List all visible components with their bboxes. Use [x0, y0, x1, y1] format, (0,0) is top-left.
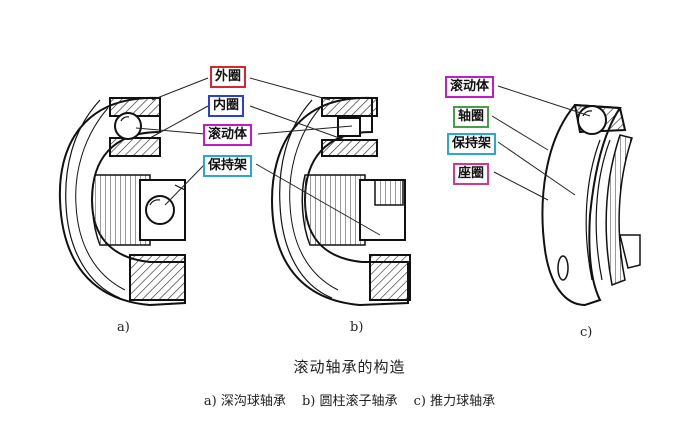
thrust-ball-bearing: [541, 103, 641, 307]
deep-groove-ball-bearing: [58, 96, 186, 307]
figure-caption-items: a) 深沟球轴承 b) 圆柱滚子轴承 c) 推力球轴承: [0, 390, 699, 409]
label-cage-thrust: 保持架: [447, 133, 497, 155]
label-outer-ring: 外圈: [210, 66, 247, 88]
leader-lines-c: [491, 85, 591, 201]
caption-item-c: c) 推力球轴承: [413, 394, 496, 409]
label-cage: 保持架: [203, 155, 253, 177]
caption-item-a: a) 深沟球轴承: [203, 394, 286, 409]
label-rolling-element: 滚动体: [203, 124, 253, 146]
label-housing-washer: 座圈: [453, 163, 490, 185]
subfigure-label-b: b): [350, 320, 364, 335]
leader-lines-b: [249, 77, 381, 236]
label-rolling-element-thrust: 滚动体: [445, 76, 495, 98]
figure-caption-title: 滚动轴承的构造: [293, 358, 406, 376]
label-inner-ring: 内圈: [208, 95, 245, 117]
caption-item-b: b) 圆柱滚子轴承: [301, 394, 398, 409]
subfigure-label-c: c): [580, 325, 593, 340]
subfigure-label-a: a): [117, 320, 130, 335]
label-shaft-washer: 轴圈: [453, 106, 490, 128]
cylindrical-roller-bearing: [270, 96, 411, 307]
leader-lines-a: [135, 77, 209, 206]
